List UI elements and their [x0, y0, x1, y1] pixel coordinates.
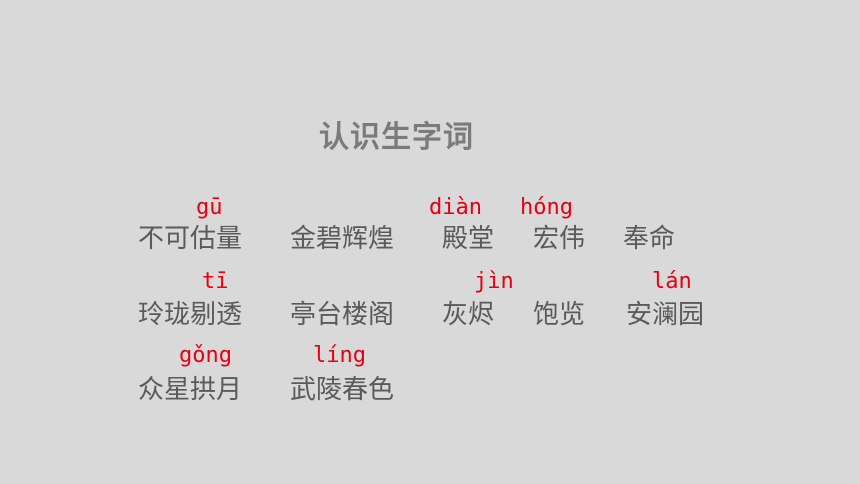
word-huijin: 灰烬: [442, 300, 495, 330]
word-anlanyuan: 安澜园: [626, 300, 705, 330]
pinyin-ling: líng: [313, 343, 366, 368]
pinyin-hong: hóng: [520, 195, 573, 220]
page-title: 认识生字词: [319, 120, 474, 155]
pinyin-ti: tī: [202, 269, 229, 294]
pinyin-lan: lán: [652, 269, 692, 294]
word-fengming: 奉命: [623, 224, 676, 254]
pinyin-gong: gǒng: [179, 343, 232, 368]
word-wuling-chunse: 武陵春色: [290, 375, 395, 405]
word-diantang: 殿堂: [442, 224, 495, 254]
word-jinbi-huihuang: 金碧辉煌: [290, 224, 395, 254]
pinyin-dian: diàn: [429, 195, 482, 220]
word-hongwei: 宏伟: [533, 224, 586, 254]
word-baolan: 饱览: [533, 300, 586, 330]
word-buke-guliang: 不可估量: [138, 224, 243, 254]
word-zhongxing-gongyue: 众星拱月: [138, 375, 243, 405]
pinyin-jin: jìn: [474, 269, 514, 294]
pinyin-gu: gū: [196, 195, 223, 220]
word-tingtai-louge: 亭台楼阁: [290, 300, 395, 330]
word-linglong-titou: 玲珑剔透: [138, 300, 243, 330]
